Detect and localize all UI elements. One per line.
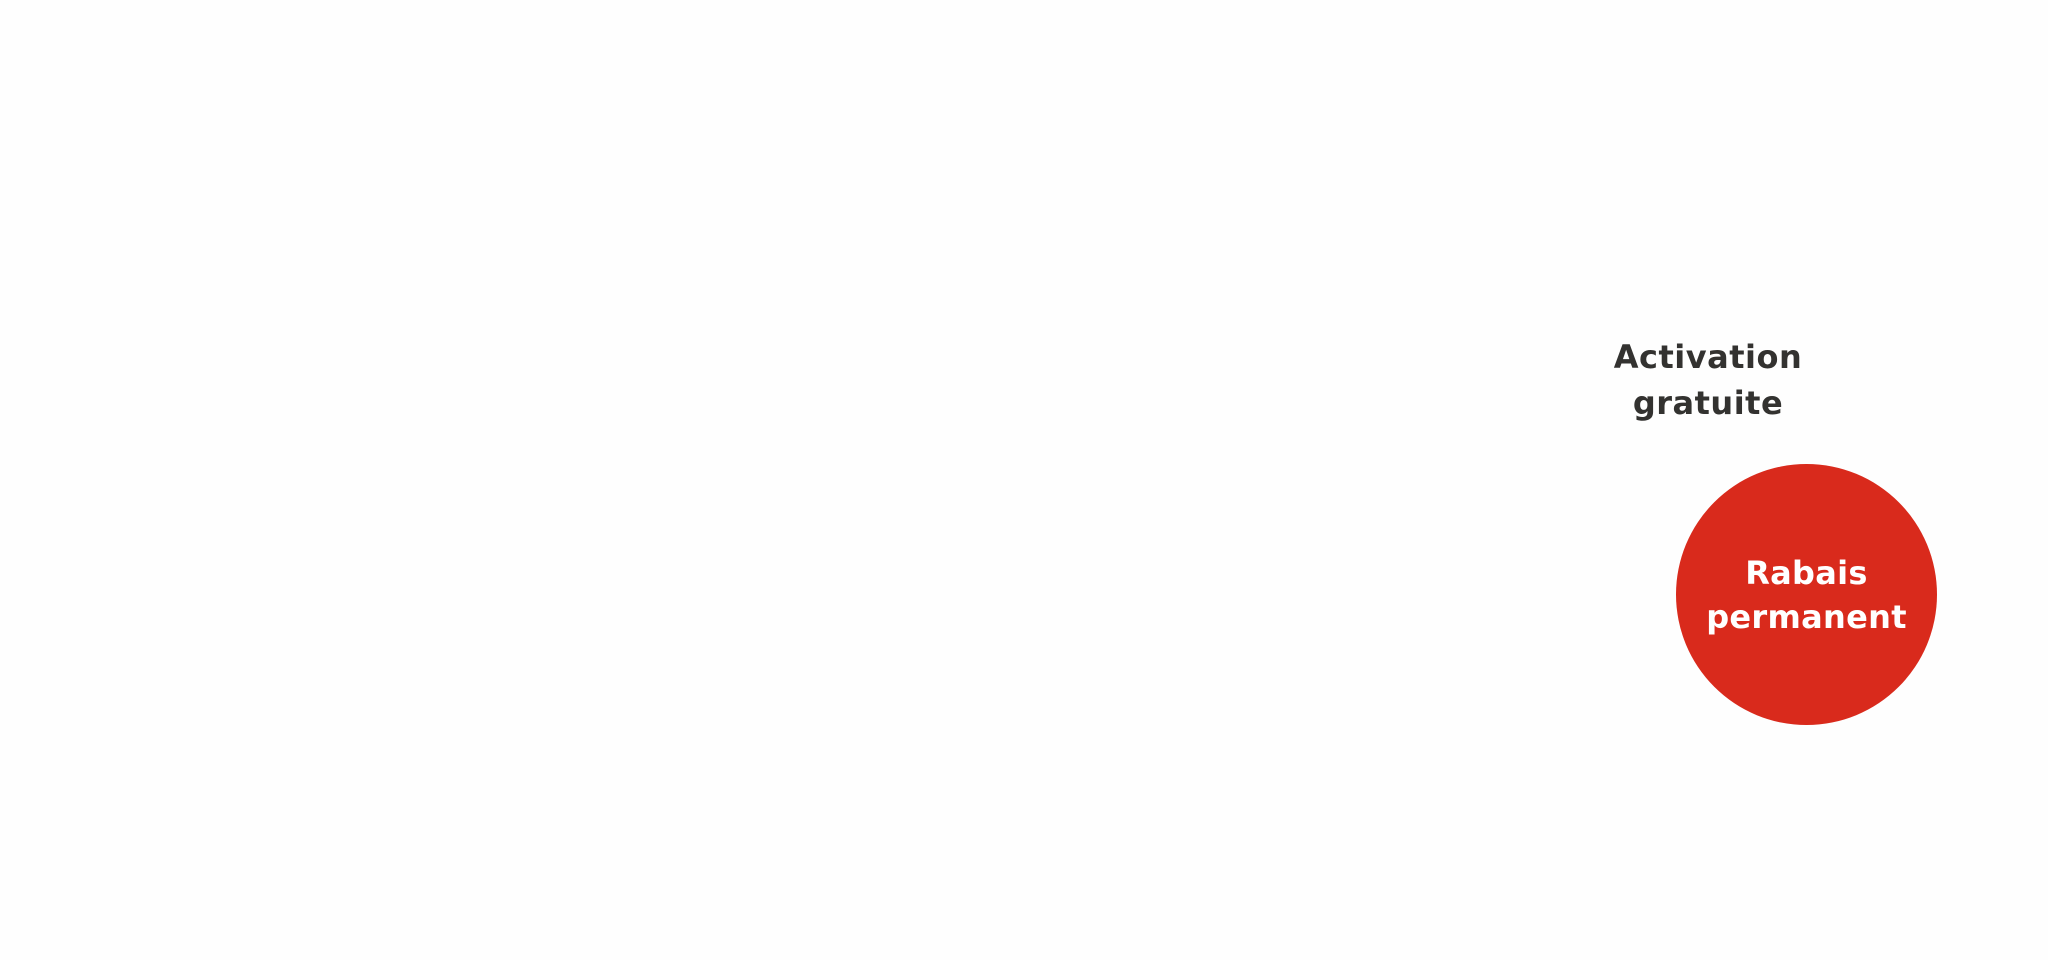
activation-label: Activation gratuite [1608, 334, 1808, 426]
activation-label-line2: gratuite [1632, 384, 1784, 422]
activation-label-line1: Activation [1613, 338, 1803, 376]
permanent-discount-badge: Rabais permanent [1676, 464, 1937, 725]
badge-line2: permanent [1706, 597, 1907, 636]
badge-line1: Rabais [1745, 553, 1868, 592]
